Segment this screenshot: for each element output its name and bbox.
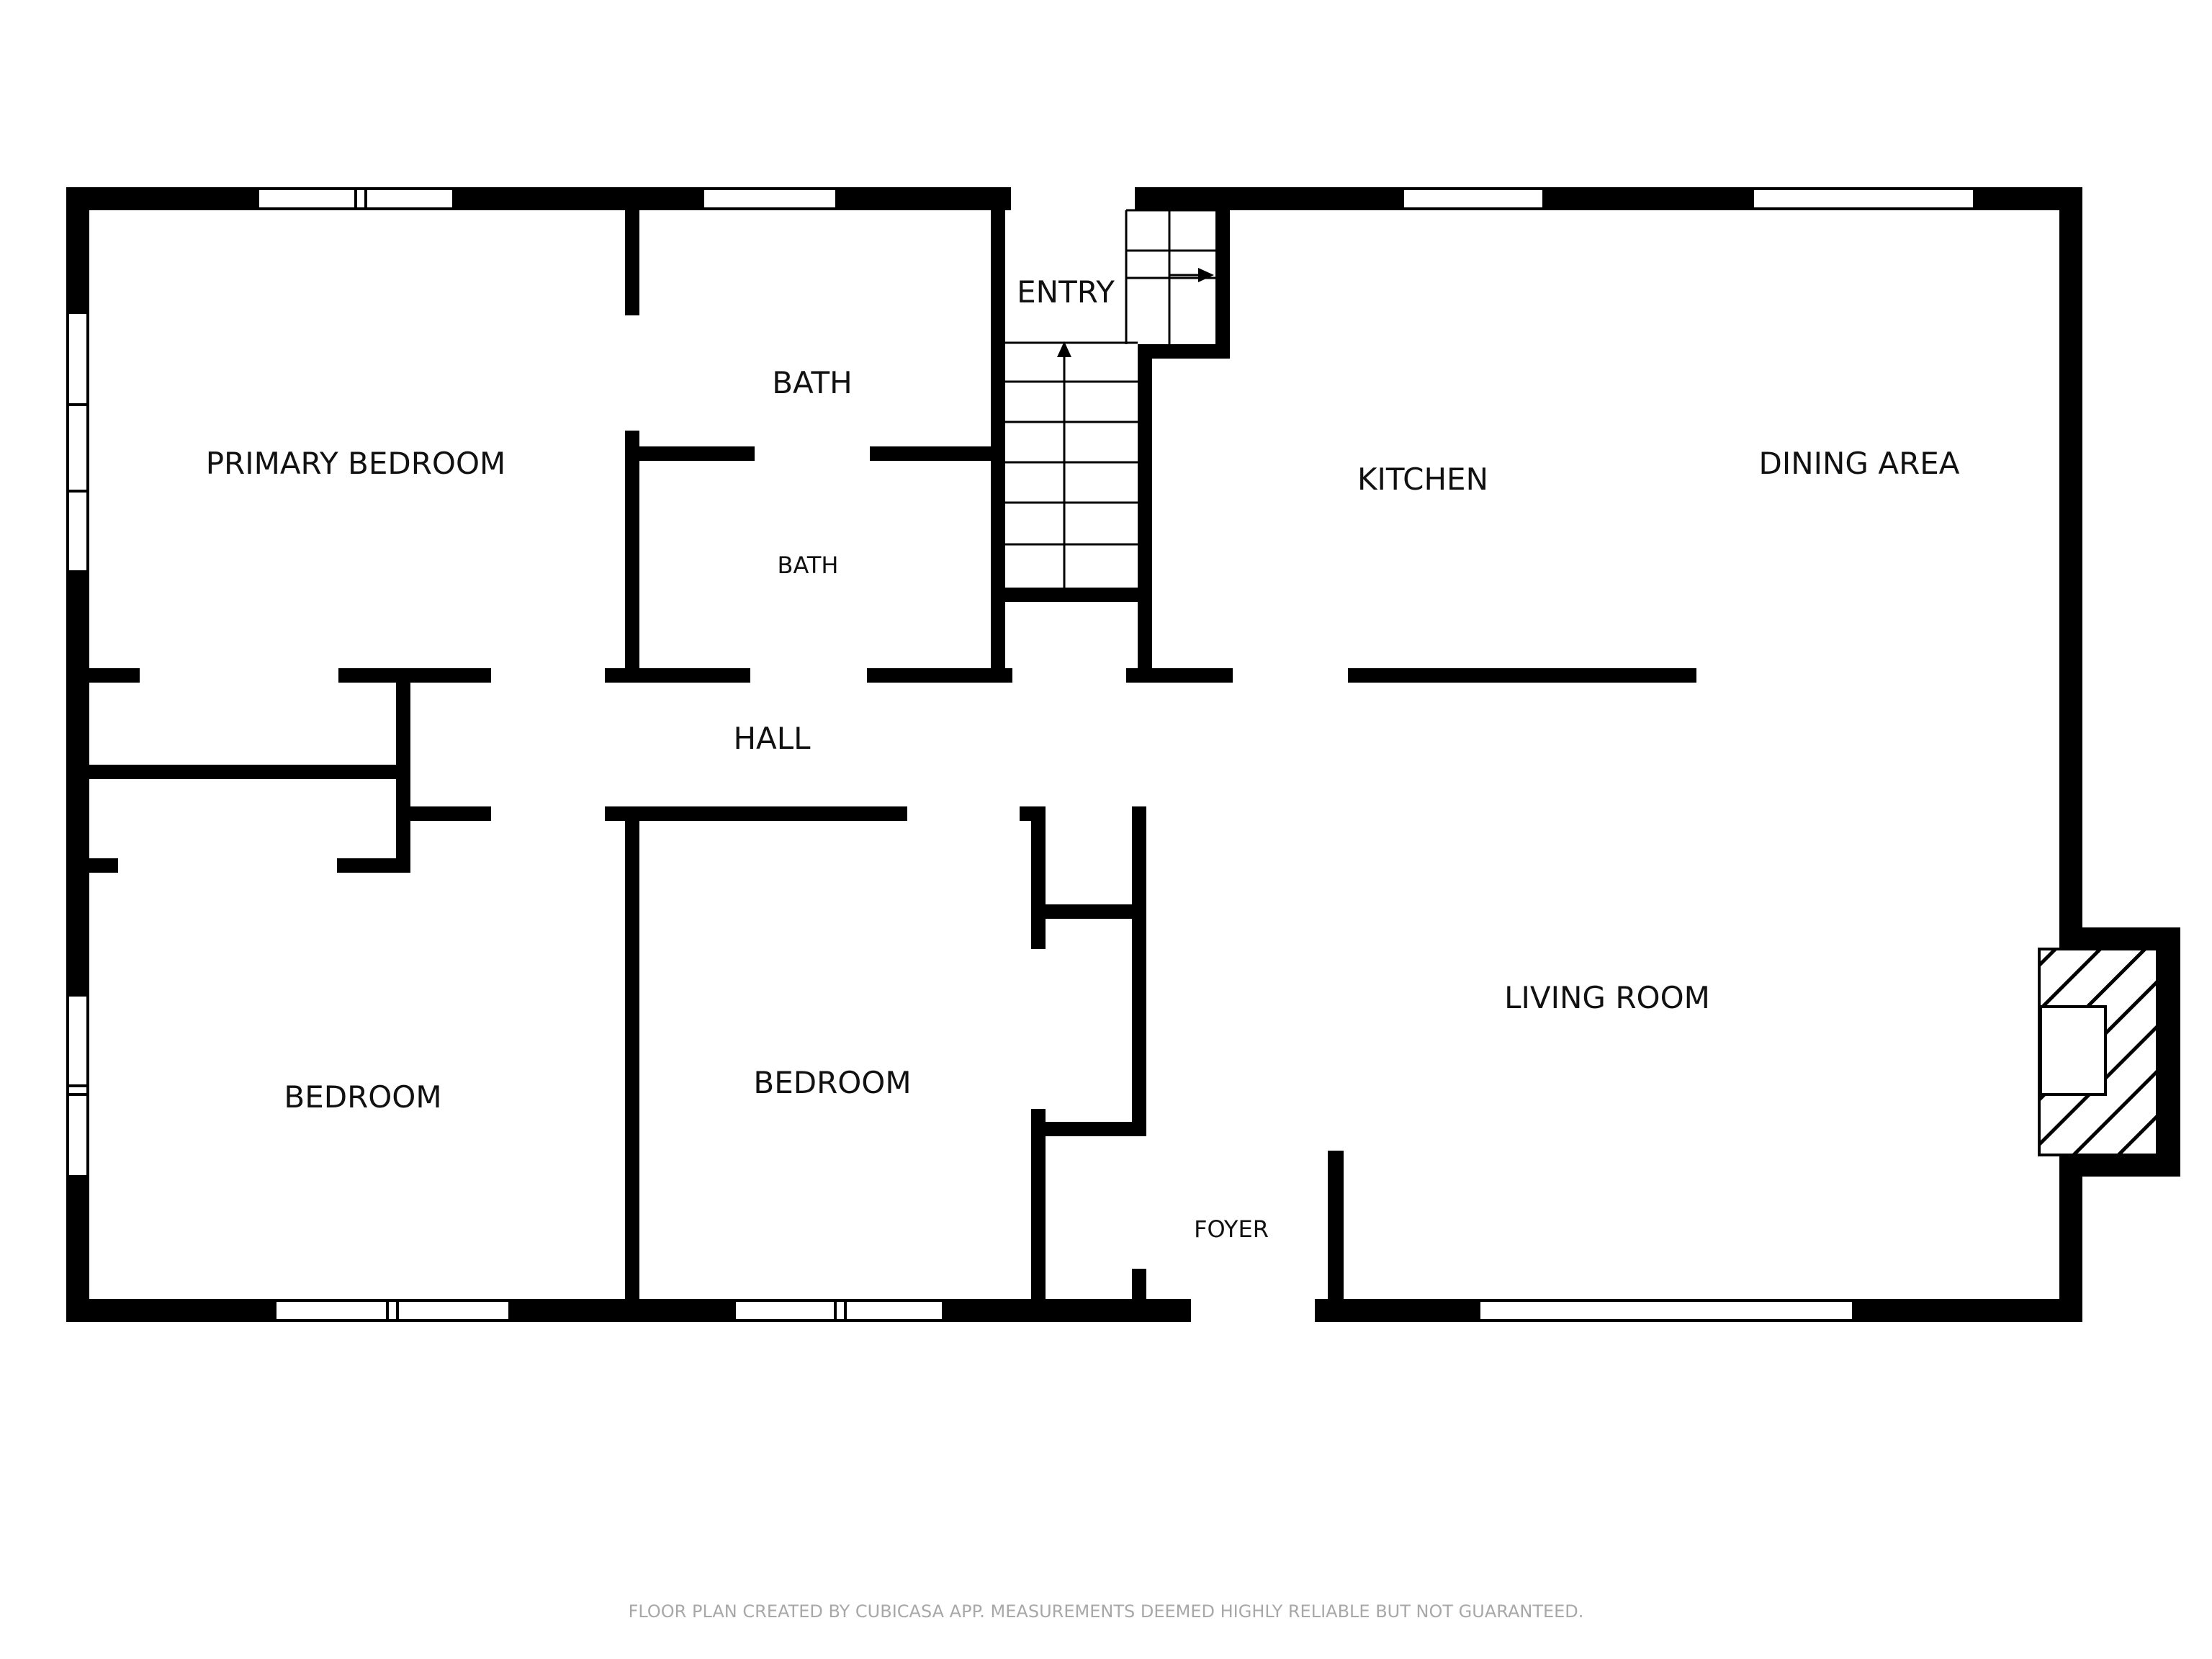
wall-entry-step <box>1138 344 1230 359</box>
wall-bath-divider-left <box>625 446 755 461</box>
wall-closet-living-lower <box>1132 1269 1146 1322</box>
arrow-icon <box>1057 268 1214 588</box>
room-label-living-room: LIVING ROOM <box>1504 980 1710 1015</box>
wall-hall-top-4 <box>867 668 1012 683</box>
wall-hall-top-2 <box>338 668 491 683</box>
room-label-bedroom-left: BEDROOM <box>284 1079 441 1115</box>
wall-bedroom-closet-upper <box>1031 806 1046 949</box>
wall-exterior-top-left <box>66 187 1011 210</box>
room-label-dining-area: DINING AREA <box>1758 446 1959 481</box>
window-left-primary <box>66 311 89 573</box>
wall-fireplace-top <box>2059 927 2175 949</box>
wall-bedrooms <box>625 806 639 1322</box>
room-label-kitchen: KITCHEN <box>1357 462 1488 497</box>
stairs-icon <box>1005 209 1215 546</box>
wall-entry-step-side <box>1215 187 1230 359</box>
wall-foyer-jamb <box>1328 1151 1344 1299</box>
window-bottom-bedroom-middle <box>733 1299 945 1322</box>
wall-closet-top <box>66 765 410 779</box>
room-label-entry: ENTRY <box>1017 274 1115 310</box>
wall-bath-stair <box>991 187 1005 683</box>
room-label-foyer: FOYER <box>1194 1215 1269 1243</box>
fireplace-icon <box>2038 948 2159 1156</box>
wall-fireplace-right <box>2157 927 2180 1175</box>
window-top-bath <box>701 187 838 210</box>
wall-closet-bottom-left <box>66 858 118 873</box>
wall-hall-bottom-1 <box>605 806 907 821</box>
wall-stair-kitchen <box>1138 346 1152 683</box>
window-top-dining <box>1751 187 1976 210</box>
wall-closet-bottom-right <box>337 858 410 873</box>
wall-closet-living-upper <box>1132 806 1146 1132</box>
room-label-bath-upper: BATH <box>772 365 853 400</box>
room-label-bath-lower: BATH <box>778 552 839 579</box>
walls <box>66 187 2180 1322</box>
room-label-primary-bedroom: PRIMARY BEDROOM <box>206 446 506 481</box>
wall-primary-bath-upper <box>625 187 639 315</box>
wall-stair-landing <box>991 588 1149 602</box>
window-bottom-bedroom-left <box>274 1299 511 1322</box>
room-label-bedroom-middle: BEDROOM <box>753 1065 911 1100</box>
footer-disclaimer: FLOOR PLAN CREATED BY CUBICASA APP. MEAS… <box>629 1601 1584 1622</box>
wall-hall-top-5 <box>1126 668 1233 683</box>
wall-primary-bath-lower <box>625 431 639 683</box>
wall-fireplace-bottom <box>2059 1155 2180 1177</box>
wall-bath-divider-right <box>870 446 998 461</box>
wall-bedroom-closet-lower <box>1031 1109 1046 1322</box>
wall-closet-shelf-1 <box>1031 904 1146 919</box>
windows <box>66 187 1976 1322</box>
wall-hall-top-3 <box>605 668 750 683</box>
room-label-hall: HALL <box>733 721 811 756</box>
wall-closet-shelf-2 <box>1031 1122 1146 1136</box>
room-labels: PRIMARY BEDROOM BATH BATH ENTRY KITCHEN … <box>206 274 1960 1243</box>
wall-kitchen-counter <box>1348 668 1696 683</box>
window-bottom-living <box>1478 1299 1855 1322</box>
wall-closet-hall-left <box>396 806 491 821</box>
window-top-kitchen <box>1401 187 1545 210</box>
wall-hall-top-1 <box>66 668 140 683</box>
